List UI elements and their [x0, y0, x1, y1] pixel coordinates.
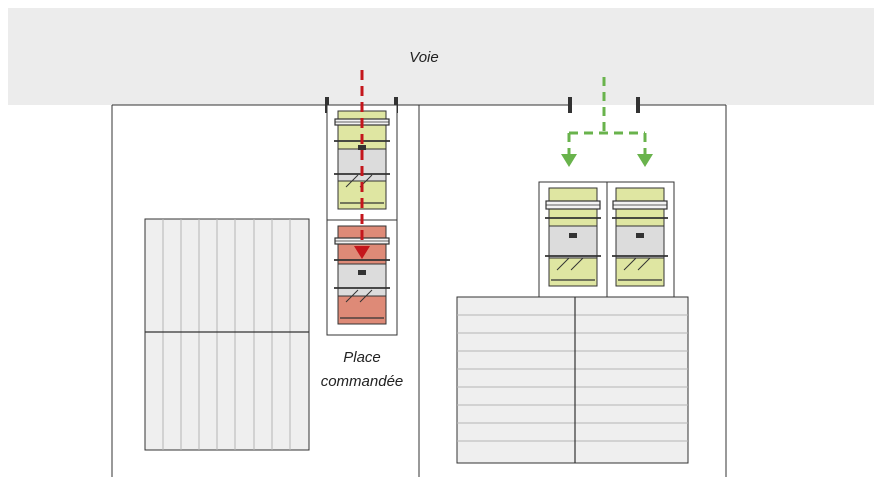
car-side-right — [612, 187, 668, 287]
tandem-label-line2: commandée — [321, 373, 404, 390]
road-label: Voie — [409, 49, 438, 66]
green-access-arrows — [567, 77, 647, 154]
tandem-label-line1: Place — [343, 349, 381, 366]
green-arrowheads — [561, 154, 653, 167]
lot-outlines — [111, 104, 727, 477]
car-side-left — [545, 187, 601, 287]
road — [8, 8, 874, 105]
car-tandem-rear — [334, 225, 390, 325]
red-access-arrow — [354, 70, 370, 259]
building-right — [456, 296, 689, 464]
building-left — [144, 218, 310, 451]
